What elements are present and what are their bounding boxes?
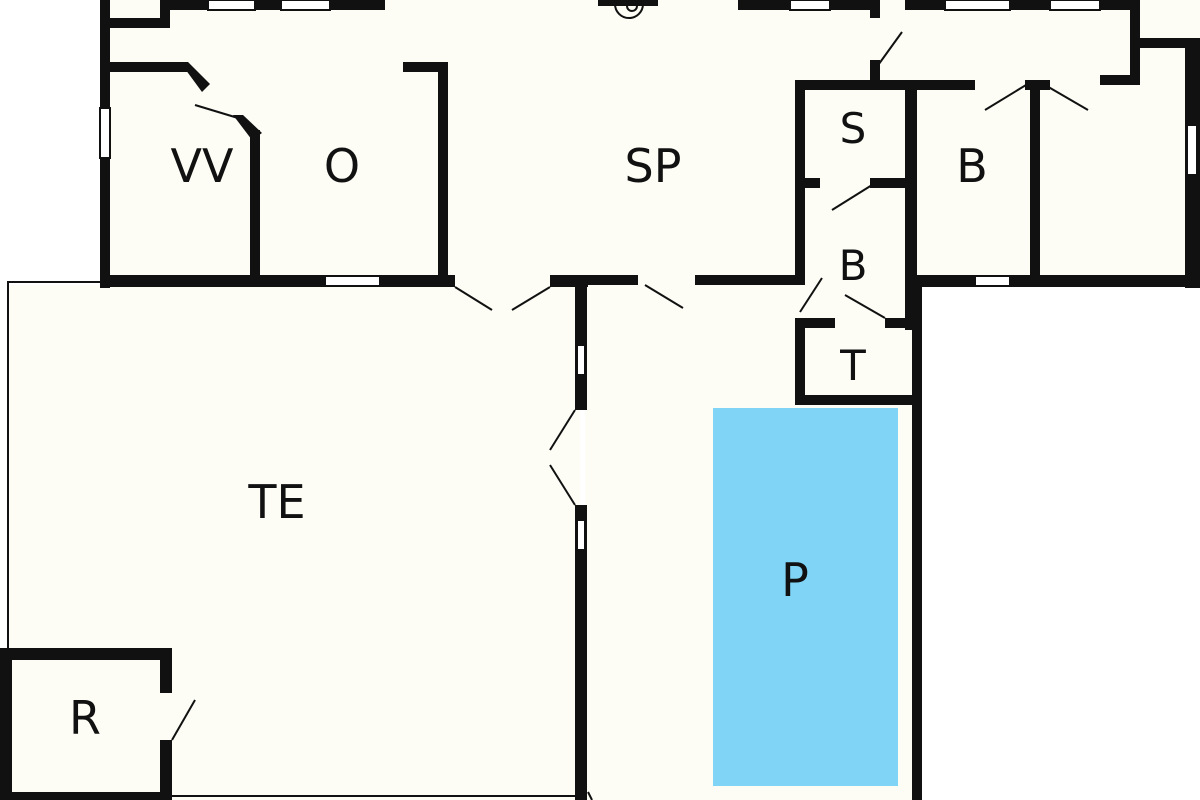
window	[1049, 0, 1101, 11]
r-room-floor	[10, 655, 168, 795]
door-swing	[454, 286, 493, 311]
window	[974, 275, 1011, 287]
door-swing	[511, 286, 551, 311]
door-swing	[844, 294, 886, 319]
room-labels: VV O SP S B B T TE P R	[69, 104, 988, 745]
window	[1186, 124, 1198, 176]
room-label-b: B	[839, 241, 868, 290]
window	[789, 0, 831, 11]
door-swing	[171, 699, 196, 741]
window	[944, 0, 1011, 11]
window	[207, 0, 256, 11]
terrace-outline	[7, 281, 593, 800]
window	[99, 107, 111, 159]
door-swing	[875, 31, 903, 69]
door-swing	[1044, 84, 1089, 111]
room-label-vv: VV	[171, 139, 234, 193]
door-swing	[549, 464, 576, 506]
room-label-s: S	[840, 104, 867, 153]
house-floor	[105, 0, 1200, 400]
stove-icon	[614, 0, 644, 19]
window	[324, 275, 381, 287]
window	[280, 0, 331, 11]
door-swing	[549, 409, 576, 451]
room-label-o: O	[324, 139, 360, 193]
door-swing	[194, 104, 239, 119]
floors	[8, 0, 1200, 800]
room-label-b: B	[956, 139, 988, 193]
window	[576, 519, 586, 551]
window	[576, 344, 586, 376]
room-label-p: P	[781, 553, 809, 607]
door-swing	[984, 84, 1027, 111]
room-label-te: TE	[247, 475, 305, 529]
door-swing	[799, 277, 823, 313]
room-label-sp: SP	[625, 139, 682, 193]
door-swing	[644, 284, 684, 309]
room-label-t: T	[839, 341, 866, 390]
door-swing	[831, 184, 873, 211]
doors	[171, 31, 1089, 741]
room-label-r: R	[69, 691, 101, 745]
pool	[713, 408, 898, 786]
windows	[99, 0, 1198, 551]
